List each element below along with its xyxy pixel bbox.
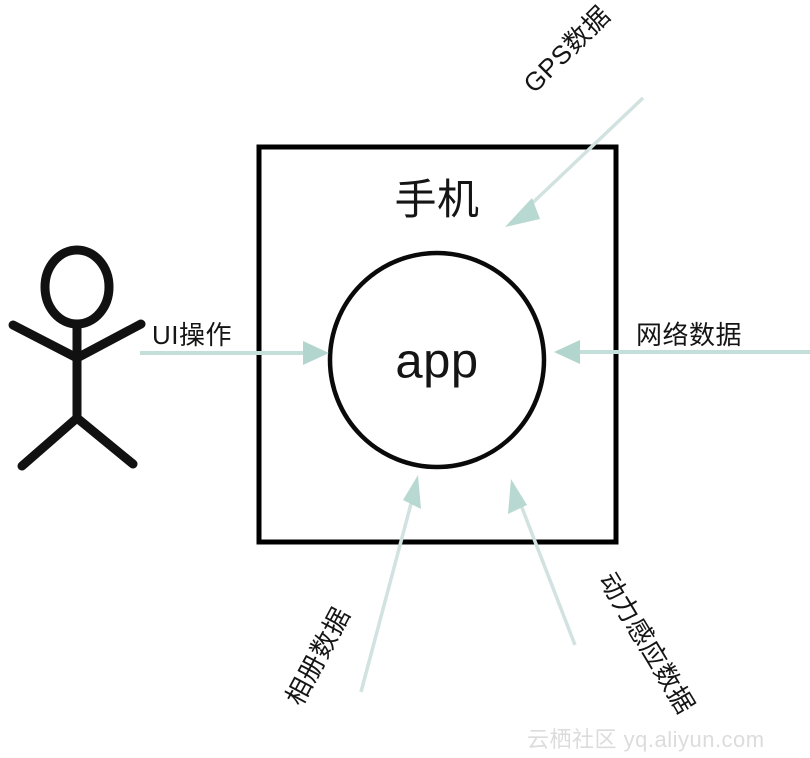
phone-boundary-box [256,144,619,545]
watermark: 云栖社区 yq.aliyun.com [527,727,765,752]
arrow-gps-data [505,96,645,227]
stick-figure-leg-right [72,413,138,469]
stick-figure-user [8,245,146,471]
arrow-motion-data [508,479,577,646]
phone-label: 手机 [394,176,480,223]
arrow-network-data [554,340,810,364]
stick-figure-head [40,245,114,329]
app-label: app [395,334,479,389]
stick-figure-arm-left [8,320,82,363]
flow-label-ui-operation: UI操作 [152,320,233,350]
stick-figure-leg-left [17,413,82,471]
stick-figure-arm-right [72,319,146,363]
arrow-ui-operation [140,341,329,365]
arrow-album-data [359,475,421,693]
flow-label-network-data: 网络数据 [636,320,743,350]
flow-arrows [140,96,810,693]
app-circle [327,250,547,470]
